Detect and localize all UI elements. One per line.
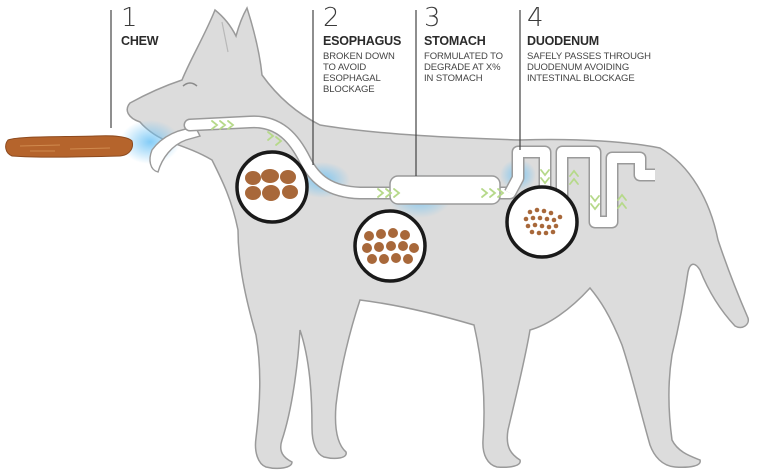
magnifier-duodenum xyxy=(505,185,579,259)
step-duodenum: 4 DUODENUM SAFELY PASSES THROUGH DUODENU… xyxy=(527,3,677,84)
step-stomach: 3 STOMACH FORMULATED TO DEGRADE AT X% IN… xyxy=(424,3,516,84)
leader-lines xyxy=(110,10,521,176)
step-number: 3 xyxy=(424,3,441,33)
step-description: FORMULATED TO DEGRADE AT X% IN STOMACH xyxy=(424,51,503,84)
dog-ear-line xyxy=(221,21,229,53)
step-number: 4 xyxy=(527,3,544,33)
step-title: CHEW xyxy=(121,34,159,48)
dog-tongue xyxy=(149,127,202,173)
digestive-tract xyxy=(183,115,655,229)
step-number: 2 xyxy=(323,3,340,33)
step-title: STOMACH xyxy=(424,34,486,48)
step-chew: 1 CHEW xyxy=(121,3,211,48)
step-title: ESOPHAGUS xyxy=(323,34,402,48)
step-description: SAFELY PASSES THROUGH DUODENUM AVOIDING … xyxy=(527,51,651,84)
flow-arrows xyxy=(211,120,627,211)
step-description: BROKEN DOWN TO AVOID ESOPHAGAL BLOCKAGE xyxy=(323,51,395,95)
chew-stick xyxy=(5,135,133,158)
magnifier-esophagus xyxy=(235,150,309,224)
step-number: 1 xyxy=(121,3,138,33)
magnifier-stomach xyxy=(353,209,427,283)
step-title: DUODENUM xyxy=(527,34,600,48)
dog-eye xyxy=(182,82,198,87)
step-esophagus: 2 ESOPHAGUS BROKEN DOWN TO AVOID ESOPHAG… xyxy=(323,3,415,95)
